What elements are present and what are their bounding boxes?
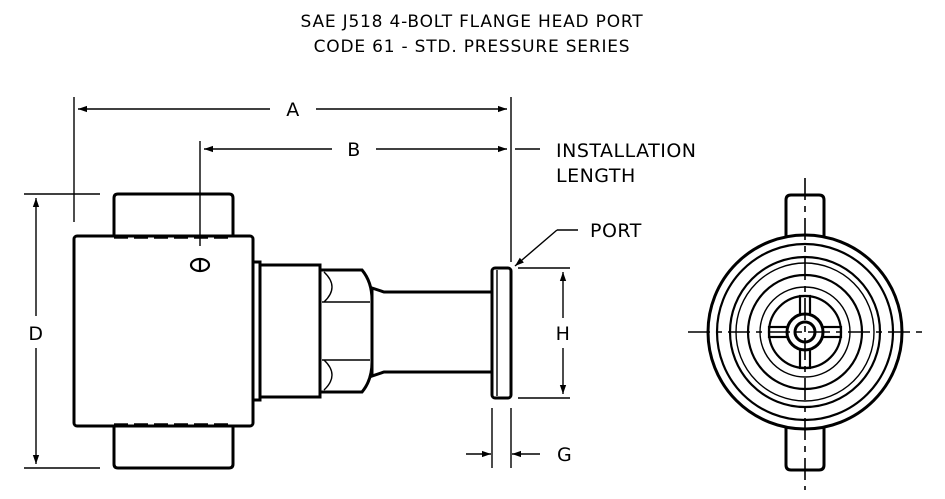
dimension-h: H [556,272,571,394]
body-neck [258,263,322,399]
dimension-h-label: H [556,323,571,345]
title-line-2: CODE 61 - STD. PRESSURE SERIES [314,37,631,57]
main-body [72,234,255,428]
installation-label-line-1: INSTALLATION [556,140,697,162]
top-boss [112,192,235,238]
side-view [72,192,513,470]
end-view [688,178,922,490]
port-flange [490,266,513,400]
port-label: PORT [590,220,642,242]
title-line-1: SAE J518 4-BOLT FLANGE HEAD PORT [301,12,644,32]
dimension-d-label: D [28,323,43,345]
dimension-g-label: G [557,444,572,466]
dimension-b-label: B [347,139,361,161]
dimension-g: G [466,444,572,466]
dimension-a: A [78,99,507,121]
dimension-d: D [28,198,43,464]
bottom-boss [112,425,235,470]
installation-label-line-2: LENGTH [556,165,636,187]
tube [370,285,494,379]
dimension-b: B [204,139,540,161]
hex-nut [318,268,374,394]
dimension-a-label: A [286,99,300,121]
port-callout: PORT [514,220,642,267]
